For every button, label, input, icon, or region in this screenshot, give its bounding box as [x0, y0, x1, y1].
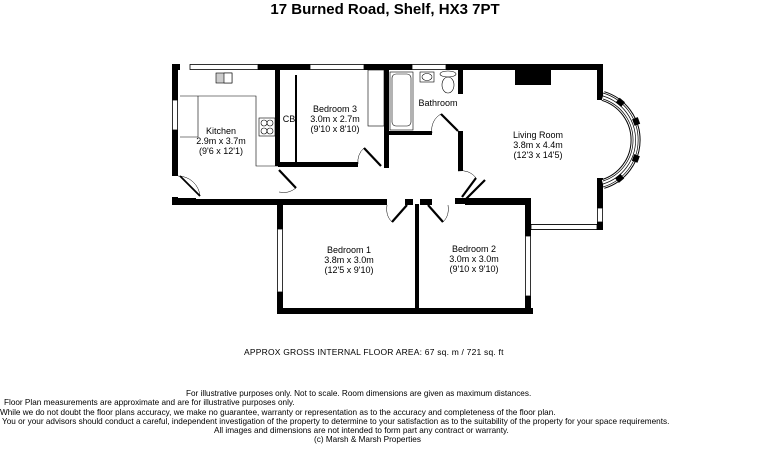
bathroom-name: Bathroom [418, 98, 457, 108]
bedroom1-name: Bedroom 1 [327, 245, 371, 255]
windows [172, 64, 603, 297]
bedroom2-metric: 3.0m x 3.0m [449, 254, 499, 264]
kitchen-metric: 2.9m x 3.7m [196, 136, 246, 146]
bedroom2-name: Bedroom 2 [452, 244, 496, 254]
disclaimer-line: All images and dimensions are not intend… [214, 426, 509, 436]
fixtures [180, 69, 457, 167]
living-room-metric: 3.8m x 4.4m [513, 140, 563, 150]
bedroom1-metric: 3.8m x 3.0m [324, 255, 374, 265]
kitchen-imperial: (9'6 x 12'1) [199, 146, 243, 156]
kitchen-name: Kitchen [206, 126, 236, 136]
page-title: 17 Burned Road, Shelf, HX3 7PT [270, 1, 500, 18]
bedroom3-metric: 3.0m x 2.7m [310, 114, 360, 124]
doors [177, 113, 486, 223]
bay-window [601, 91, 641, 189]
living-room-imperial: (12'3 x 14'5) [514, 150, 563, 160]
bedroom3-name: Bedroom 3 [313, 104, 357, 114]
bedroom1-imperial: (12'5 x 9'10) [325, 265, 374, 275]
room-labels: Kitchen 2.9m x 3.7m (9'6 x 12'1) CB Bedr… [196, 98, 563, 275]
bedroom3-imperial: (9'10 x 8'10) [311, 124, 360, 134]
living-room-name: Living Room [513, 130, 563, 140]
copyright: (c) Marsh & Marsh Properties [314, 435, 421, 445]
disclaimer-line: While we do not doubt the floor plans ac… [0, 407, 556, 417]
bedroom2-imperial: (9'10 x 9'10) [450, 264, 499, 274]
cupboard-label: CB [283, 114, 296, 124]
disclaimer-line: You or your advisors should conduct a ca… [2, 416, 670, 426]
walls [172, 64, 603, 314]
disclaimer-line: Floor Plan measurements are approximate … [4, 398, 295, 408]
disclaimer-line: For illustrative purposes only. Not to s… [186, 389, 532, 398]
disclaimer: For illustrative purposes only. Not to s… [0, 389, 770, 445]
floor-area-text: APPROX GROSS INTERNAL FLOOR AREA: 67 sq.… [244, 347, 504, 357]
